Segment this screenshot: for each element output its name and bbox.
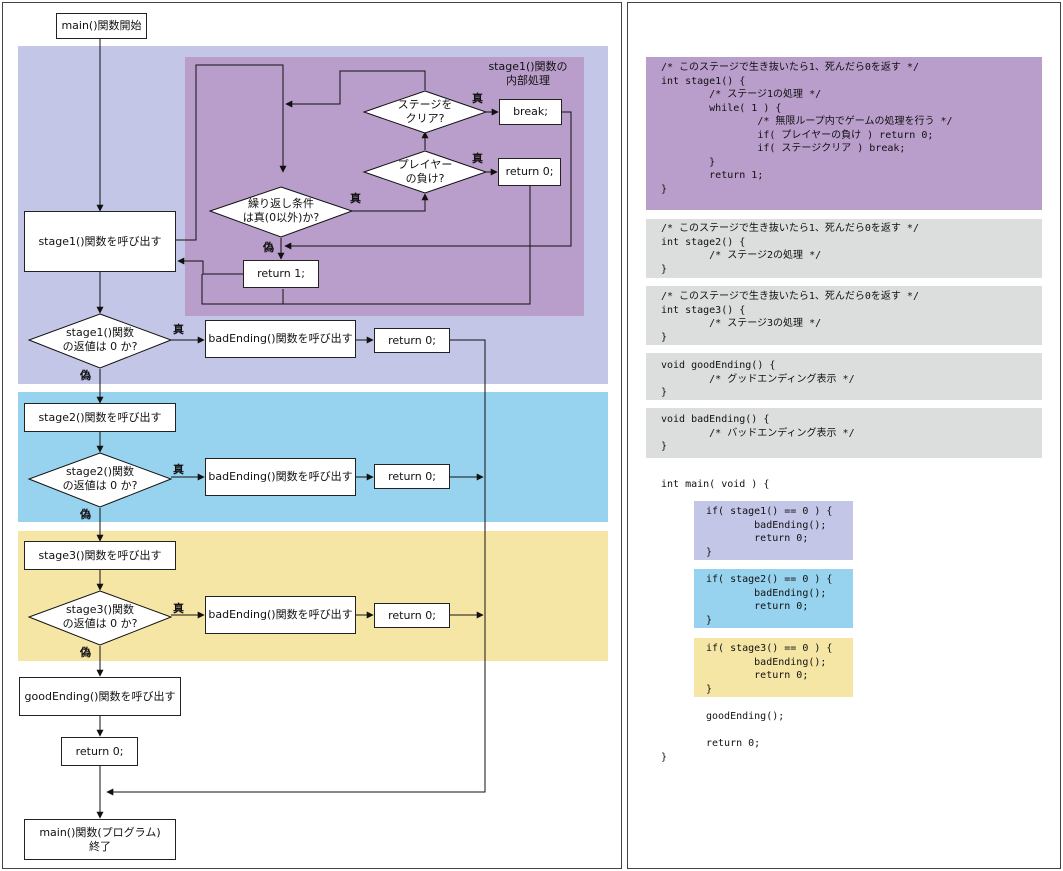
stage1-code-block <box>646 57 1042 210</box>
start-box: main()関数開始 <box>56 13 147 39</box>
main-good-code: goodEnding(); <box>706 711 785 722</box>
main-head-code: int main( void ) { <box>661 479 770 490</box>
call-stage1-box: stage1()関数を呼び出す <box>24 211 176 272</box>
main-if3-block <box>694 638 853 697</box>
stage3-code-block <box>646 286 1042 345</box>
inner-return0-box: return 0; <box>498 158 561 186</box>
return0-main-box: return 0; <box>61 737 138 766</box>
main-if2-block <box>694 569 853 628</box>
main-close-code: } <box>661 752 668 763</box>
good-ending-code-block <box>646 353 1042 400</box>
stage3-code: /* このステージで生き抜いたら1、死んだら0を返す */ int stage3… <box>661 291 919 343</box>
bad-ending-code-block <box>646 408 1042 458</box>
inner-process-title: stage1()関数の 内部処理 <box>488 60 568 87</box>
true-label-loop: 真 <box>350 192 361 205</box>
true-label-stage2: 真 <box>173 463 184 476</box>
return0-box-3: return 0; <box>374 603 450 628</box>
call-stage2-box: stage2()関数を呼び出す <box>24 403 176 432</box>
return0-box-1: return 0; <box>374 328 450 353</box>
bad-ending-box-1: badEnding()関数を呼び出す <box>205 320 356 358</box>
good-ending-code: void goodEnding() { /* グッドエンディング表示 */ } <box>661 360 855 398</box>
true-label-clear: 真 <box>472 92 483 105</box>
false-label-stage2: 偽 <box>80 508 91 521</box>
bad-ending-code: void badEnding() { /* バッドエンディング表示 */ } <box>661 414 855 452</box>
main-if1-code: if( stage1() == 0 ) { badEnding(); retur… <box>706 506 833 558</box>
bad-ending-box-3: badEnding()関数を呼び出す <box>205 596 356 634</box>
main-return-code: return 0; <box>706 738 761 749</box>
stage2-code: /* このステージで生き抜いたら1、死んだら0を返す */ int stage2… <box>661 223 919 275</box>
bad-ending-box-2: badEnding()関数を呼び出す <box>205 458 356 496</box>
true-label-lose: 真 <box>472 152 483 165</box>
end-box: main()関数(プログラム) 終了 <box>24 819 176 860</box>
main-if3-code: if( stage3() == 0 ) { badEnding(); retur… <box>706 643 833 695</box>
return0-box-2: return 0; <box>374 464 450 489</box>
main-if1-block <box>694 501 853 560</box>
true-label-stage3: 真 <box>173 602 184 615</box>
false-label-stage1: 偽 <box>80 369 91 382</box>
return1-box: return 1; <box>243 260 319 288</box>
stage2-code-block <box>646 219 1042 278</box>
good-ending-box: goodEnding()関数を呼び出す <box>19 677 181 716</box>
true-label-stage1: 真 <box>173 323 184 336</box>
false-label-loop: 偽 <box>263 241 274 254</box>
stage1-code: /* このステージで生き抜いたら1、死んだら0を返す */ int stage1… <box>661 62 953 195</box>
false-label-stage3: 偽 <box>80 646 91 659</box>
main-if2-code: if( stage2() == 0 ) { badEnding(); retur… <box>706 574 833 626</box>
break-box: break; <box>499 99 562 125</box>
call-stage3-box: stage3()関数を呼び出す <box>24 541 176 570</box>
